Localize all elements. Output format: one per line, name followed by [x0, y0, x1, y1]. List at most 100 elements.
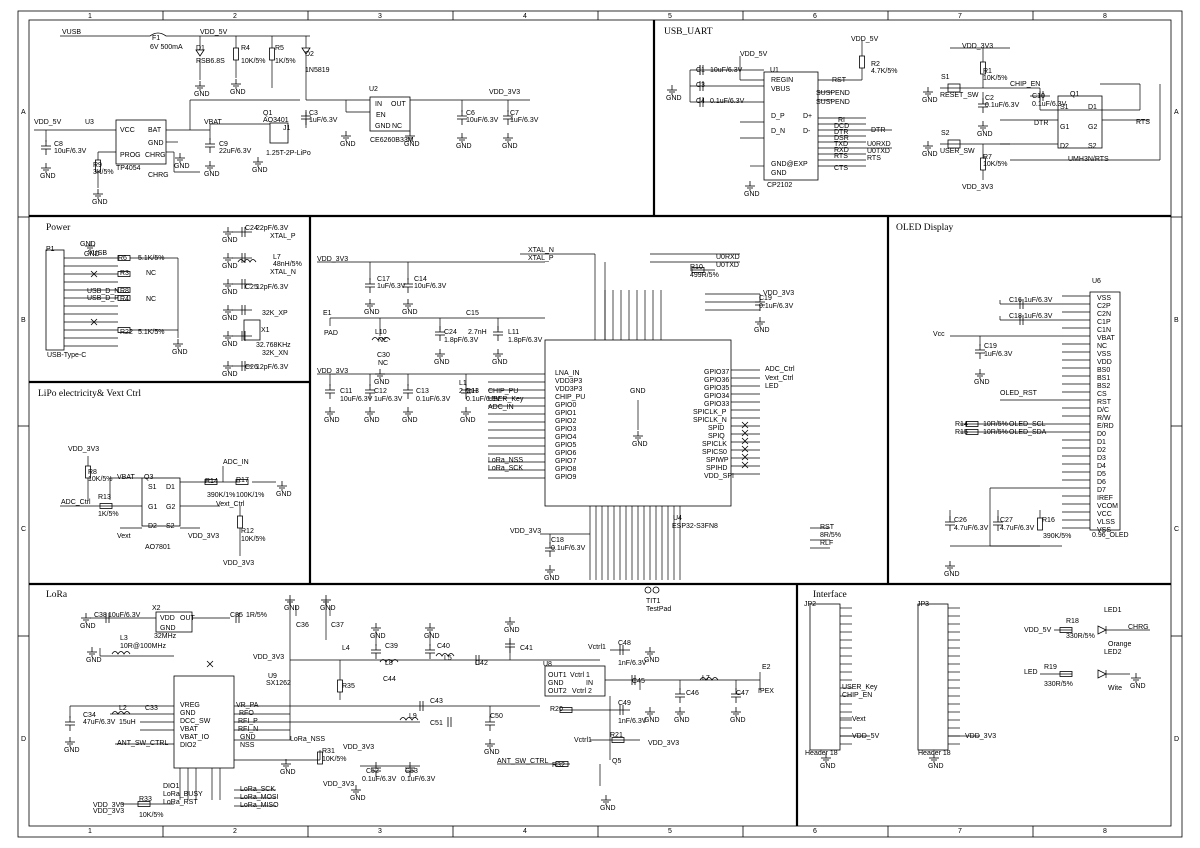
capacitor: [631, 675, 636, 685]
gnd-label: GND: [424, 633, 440, 640]
ruler-col-label: 6: [813, 828, 817, 835]
oled-label-p26: IREF: [1097, 495, 1113, 502]
esp-label-vdd3v3d: VDD_3V3: [510, 528, 542, 535]
section-title-interface: Interface: [813, 590, 847, 600]
ground-symbol: [365, 407, 375, 417]
esp-label-io0: GPIO0: [555, 402, 577, 409]
usb-label-q1u: Q1: [1070, 91, 1080, 98]
lora-label-vrpa: VR_PA: [236, 702, 259, 709]
esp-label-u0rxd: U0RXD: [716, 254, 740, 261]
ruler-row-label: A: [21, 109, 26, 116]
esp-label-cc: C13: [466, 388, 479, 395]
charger-label-j1p: 1.25T-2P-LiPo: [266, 150, 311, 157]
usb-label-q1p: UMH3N/RTS: [1068, 156, 1109, 163]
lipo-label-vdd3v3c: VDD_3V3: [223, 560, 255, 567]
ground-symbol: [945, 561, 955, 571]
oled-label-p14: RST: [1097, 399, 1111, 406]
esp-label-nnss: LoRa_NSS: [488, 457, 524, 464]
ground-symbol: [41, 163, 51, 173]
lora-label-e2: E2: [762, 664, 771, 671]
resistor: [117, 295, 131, 301]
iface-label-chrg: CHRG: [1128, 624, 1149, 631]
ground-symbol: [285, 595, 295, 605]
ground-symbol: [1131, 673, 1141, 683]
usb-label-dminus: D-: [803, 128, 811, 135]
esp-label-u0txd: U0TXD: [716, 262, 739, 269]
capacitor: [619, 645, 624, 655]
lora-label-c52v: 0.1uF/6.3V: [362, 776, 397, 783]
ground-symbol: [223, 253, 233, 263]
oled-label-p12: BS2: [1097, 383, 1111, 390]
gnd-label: GND: [40, 173, 56, 180]
iface-label-white: Wite: [1108, 685, 1122, 692]
oled-label-r16v: 390K/5%: [1043, 533, 1072, 540]
dual-transistor-q1: [1057, 95, 1103, 149]
gnd-label: GND: [174, 163, 190, 170]
esp-label-c12: C12: [374, 388, 387, 395]
esp-label-xtalp: XTAL_P: [528, 255, 554, 262]
no-connect-mark: [90, 318, 98, 326]
charger-label-q1v: AO3401: [263, 117, 289, 124]
power-label-c26: C26: [245, 364, 258, 371]
resistor: [117, 255, 131, 261]
esp-label-lnain: LNA_IN: [555, 370, 580, 377]
resistor: [99, 503, 113, 509]
lora-label-c38v: 10uF/6.3V: [108, 612, 141, 619]
oled-label-p29: VLSS: [1097, 519, 1115, 526]
oled-label-c16: C16: [1009, 297, 1022, 304]
power-label-pvusb: VUSB: [88, 250, 108, 257]
ruler-row-label: B: [1174, 317, 1179, 324]
ruler-col-label: 4: [523, 13, 527, 20]
usb-label-rxd: RXD: [834, 147, 849, 154]
oled-label-p1: VSS: [1097, 295, 1112, 302]
lora-label-lsck: LoRa_SCK: [240, 786, 276, 793]
charger-label-u2en: EN: [376, 112, 386, 119]
capacitor: [365, 384, 375, 399]
capacitor: [457, 110, 467, 125]
resistor: [1059, 627, 1073, 633]
iface-label-h1: Header 18: [805, 750, 838, 757]
capacitor: [419, 701, 424, 711]
lora-label-vctrl1: Vctrl 1: [570, 672, 590, 679]
power-label-x32n: 32K_XN: [262, 350, 289, 357]
capacitor: [205, 138, 215, 153]
lora-label-c42: C42: [475, 660, 488, 667]
ground-symbol: [667, 85, 677, 95]
oled-label-p4: C1P: [1097, 319, 1111, 326]
ground-symbol: [405, 131, 415, 141]
charger-label-d1v: RSB6.8S: [196, 58, 225, 65]
capacitor: [325, 384, 335, 399]
lora-label-c50: C50: [490, 713, 503, 720]
ground-symbol: [223, 361, 233, 371]
ground-symbol: [745, 181, 755, 191]
ground-symbol: [978, 121, 988, 131]
esp-label-vdd3v3c: VDD_3V3: [763, 290, 795, 297]
lora-label-l8: L8: [385, 660, 393, 667]
esp-label-r10: R10: [690, 264, 703, 271]
gnd-label: GND: [434, 359, 450, 366]
lora-label-vreg: VREG: [180, 702, 200, 709]
lora-label-l4: L4: [342, 645, 350, 652]
gnd-label: GND: [944, 571, 960, 578]
capacitor: [699, 81, 704, 91]
gnd-label: GND: [320, 605, 336, 612]
gnd-label: GND: [230, 89, 246, 96]
lora-label-in: IN: [586, 680, 593, 687]
lora-label-l9: L9: [409, 713, 417, 720]
charger-label-u3chrg: CHRG: [145, 152, 166, 159]
capacitor: [755, 296, 765, 311]
iface-label-jp3: JP3: [917, 601, 930, 608]
lipo-label-part: AO7801: [145, 544, 171, 551]
power-label-r6v: 5.1K/5%: [138, 255, 165, 262]
no-connect-mark: [741, 445, 749, 453]
lipo-label-g1: G1: [148, 504, 158, 511]
oled-label-r16: R16: [1042, 517, 1055, 524]
resistor: [137, 801, 151, 807]
gnd-label: GND: [820, 763, 836, 770]
capacitor: [241, 305, 246, 315]
esp-label-c17: C17: [377, 276, 390, 283]
inductor: [371, 337, 391, 341]
usb-label-gnd: GND: [771, 170, 787, 177]
oled-label-p27: VCOM: [1097, 503, 1118, 510]
usb-c-connector-p1: [45, 249, 65, 351]
